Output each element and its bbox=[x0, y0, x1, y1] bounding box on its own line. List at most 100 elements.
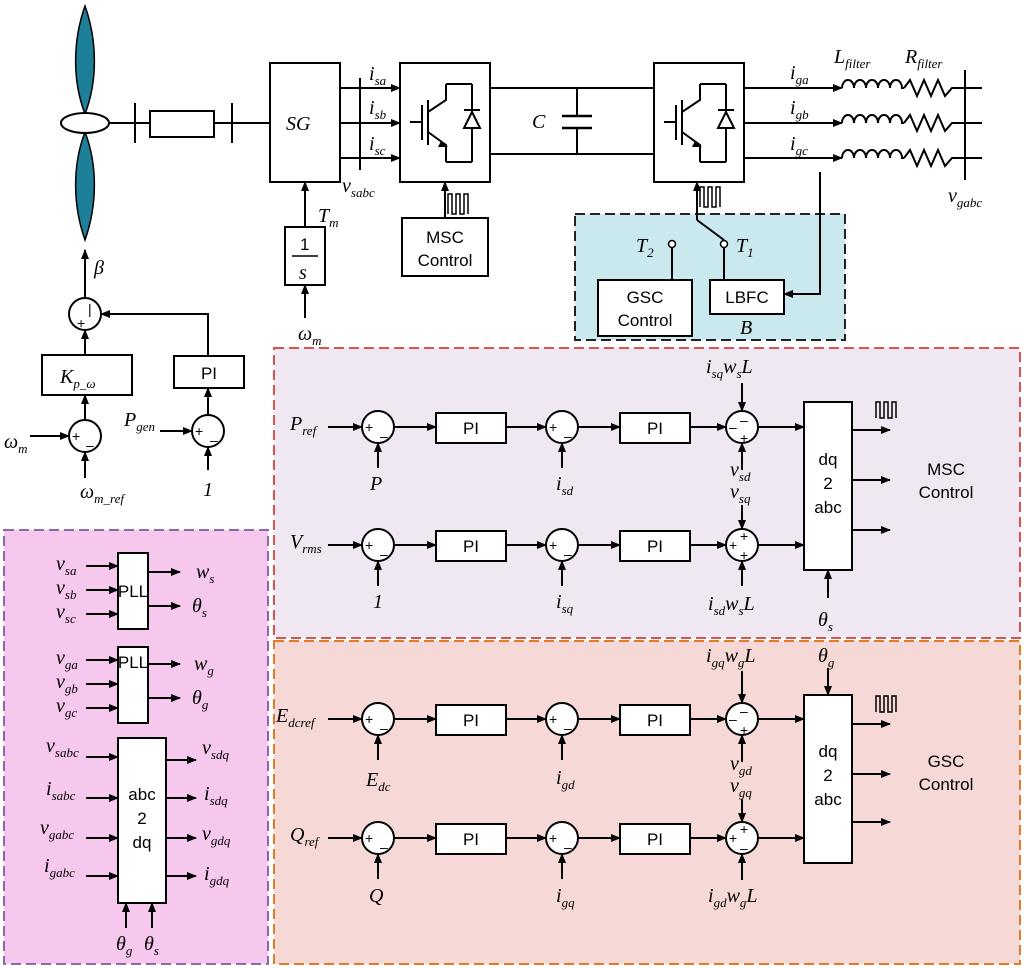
msc-pi2: PI bbox=[647, 419, 663, 438]
gsc-pi4: PI bbox=[647, 830, 663, 849]
svg-text:+: + bbox=[365, 419, 373, 435]
svg-text:ωm: ωm bbox=[298, 323, 322, 348]
selector-switch bbox=[671, 210, 725, 280]
qref-label: ref bbox=[304, 834, 320, 849]
vgd-label: gd bbox=[739, 763, 753, 778]
igdq-label: gdq bbox=[210, 873, 230, 888]
svg-text:+: + bbox=[365, 711, 373, 727]
isa-label: sa bbox=[375, 73, 387, 88]
vga-label: ga bbox=[65, 657, 79, 672]
svg-text:–: – bbox=[740, 412, 748, 428]
gsc-pi2: PI bbox=[647, 711, 663, 730]
integrator-num: 1 bbox=[300, 235, 309, 254]
svg-text:iga: iga bbox=[790, 62, 809, 87]
svg-text:–: – bbox=[564, 839, 572, 855]
gsc-dq2abc-l1: dq bbox=[819, 742, 838, 761]
igd-bottom-label: gd bbox=[714, 895, 728, 910]
gsc-igbt-icon bbox=[664, 83, 734, 163]
hub bbox=[60, 112, 110, 134]
pref-label: ref bbox=[302, 423, 318, 438]
gsc-control-line2: Control bbox=[618, 311, 673, 330]
svg-text:+: + bbox=[365, 537, 373, 553]
msc-dq2abc-l1: dq bbox=[819, 450, 838, 469]
p-feedback-label: P bbox=[369, 473, 382, 495]
turbine bbox=[60, 3, 110, 243]
gsc-dq2abc-l3: abc bbox=[814, 790, 842, 809]
igq-label: gq bbox=[562, 895, 576, 910]
sg-label: SG bbox=[286, 113, 311, 135]
msc-theta-label: s bbox=[828, 619, 833, 634]
svg-text:+: + bbox=[549, 830, 557, 846]
svg-text:+: + bbox=[549, 419, 557, 435]
msc-dq2abc-l3: abc bbox=[814, 498, 842, 517]
isq-top-label: sq bbox=[712, 366, 724, 381]
svg-text:–: – bbox=[380, 428, 388, 444]
svg-text:Tm: Tm bbox=[318, 205, 339, 230]
svg-text:+: + bbox=[740, 722, 748, 738]
vgc-label: gc bbox=[65, 705, 78, 720]
svg-text:Kp_ω: Kp_ω bbox=[59, 366, 96, 391]
msc-control-block bbox=[401, 217, 489, 277]
svg-text:–: – bbox=[740, 703, 748, 719]
igq-top-label: gq bbox=[712, 655, 726, 670]
iga-label: ga bbox=[796, 72, 810, 87]
msc-title-l2: Control bbox=[919, 483, 974, 502]
wm-label: m bbox=[18, 441, 27, 456]
igabc-in-label: gabc bbox=[50, 865, 76, 880]
msc-dq2abc-l2: 2 bbox=[823, 474, 832, 493]
blade-bottom bbox=[74, 129, 96, 243]
filter-inductors bbox=[841, 79, 904, 159]
svg-text:–: – bbox=[729, 711, 737, 727]
svg-text:ωm: ωm bbox=[4, 431, 28, 456]
svg-text:–: – bbox=[564, 546, 572, 562]
svg-text:isb: isb bbox=[369, 97, 387, 122]
svg-text:–: – bbox=[740, 840, 748, 856]
vgb-label: gb bbox=[65, 681, 79, 696]
wmref-label: m_ref bbox=[94, 491, 126, 506]
svg-text:Edc: Edc bbox=[365, 769, 391, 794]
edc-label: dc bbox=[378, 779, 391, 794]
msc-igbt-icon bbox=[410, 83, 480, 163]
gsc-dq2abc-l2: 2 bbox=[823, 766, 832, 785]
gsc-title-l2: Control bbox=[919, 775, 974, 794]
svg-text:+: + bbox=[740, 821, 748, 837]
svg-text:abc: abc bbox=[128, 785, 156, 804]
vrms-label: rms bbox=[302, 541, 322, 556]
vsb-label: sb bbox=[65, 587, 77, 602]
igc-label: gc bbox=[796, 143, 809, 158]
ws-label: s bbox=[209, 571, 214, 586]
tm-label: T bbox=[318, 205, 331, 227]
isdq-label: sdq bbox=[210, 793, 229, 808]
svg-text:Lfilter: Lfilter bbox=[833, 46, 871, 71]
svg-text:T1: T1 bbox=[736, 235, 754, 260]
svg-text:+: + bbox=[729, 830, 737, 846]
svg-text:+: + bbox=[549, 537, 557, 553]
isd-bottom-label: sd bbox=[714, 603, 726, 618]
svg-text:+: + bbox=[740, 547, 748, 563]
msc-title-l1: MSC bbox=[927, 460, 965, 479]
svg-text:–: – bbox=[380, 546, 388, 562]
gsc-control-line1: GSC bbox=[627, 288, 664, 307]
gsc-title-l1: GSC bbox=[928, 752, 965, 771]
theta-s-in-label: s bbox=[154, 943, 159, 958]
svg-text:–: – bbox=[564, 428, 572, 444]
lbfc-label: LBFC bbox=[725, 288, 768, 307]
svg-text:+: + bbox=[195, 423, 203, 439]
ths-label: s bbox=[202, 605, 207, 620]
svg-text:PLL: PLL bbox=[118, 582, 148, 601]
svg-text:igc: igc bbox=[790, 133, 808, 158]
msc-control-panel bbox=[273, 347, 1021, 639]
svg-text:+: + bbox=[729, 537, 737, 553]
svg-text:+: + bbox=[365, 830, 373, 846]
svg-text:ωm_ref: ωm_ref bbox=[80, 481, 126, 506]
igd-label: gd bbox=[562, 777, 576, 792]
pitch-one-label: 1 bbox=[203, 479, 213, 501]
vgabc-in-label: gabc bbox=[49, 827, 75, 842]
shaft-gearbox bbox=[149, 110, 215, 138]
svg-text:vsabc: vsabc bbox=[46, 735, 79, 760]
msc-pi3: PI bbox=[463, 537, 479, 556]
t2-label: T bbox=[636, 235, 649, 257]
gsc-control-panel bbox=[273, 640, 1021, 965]
